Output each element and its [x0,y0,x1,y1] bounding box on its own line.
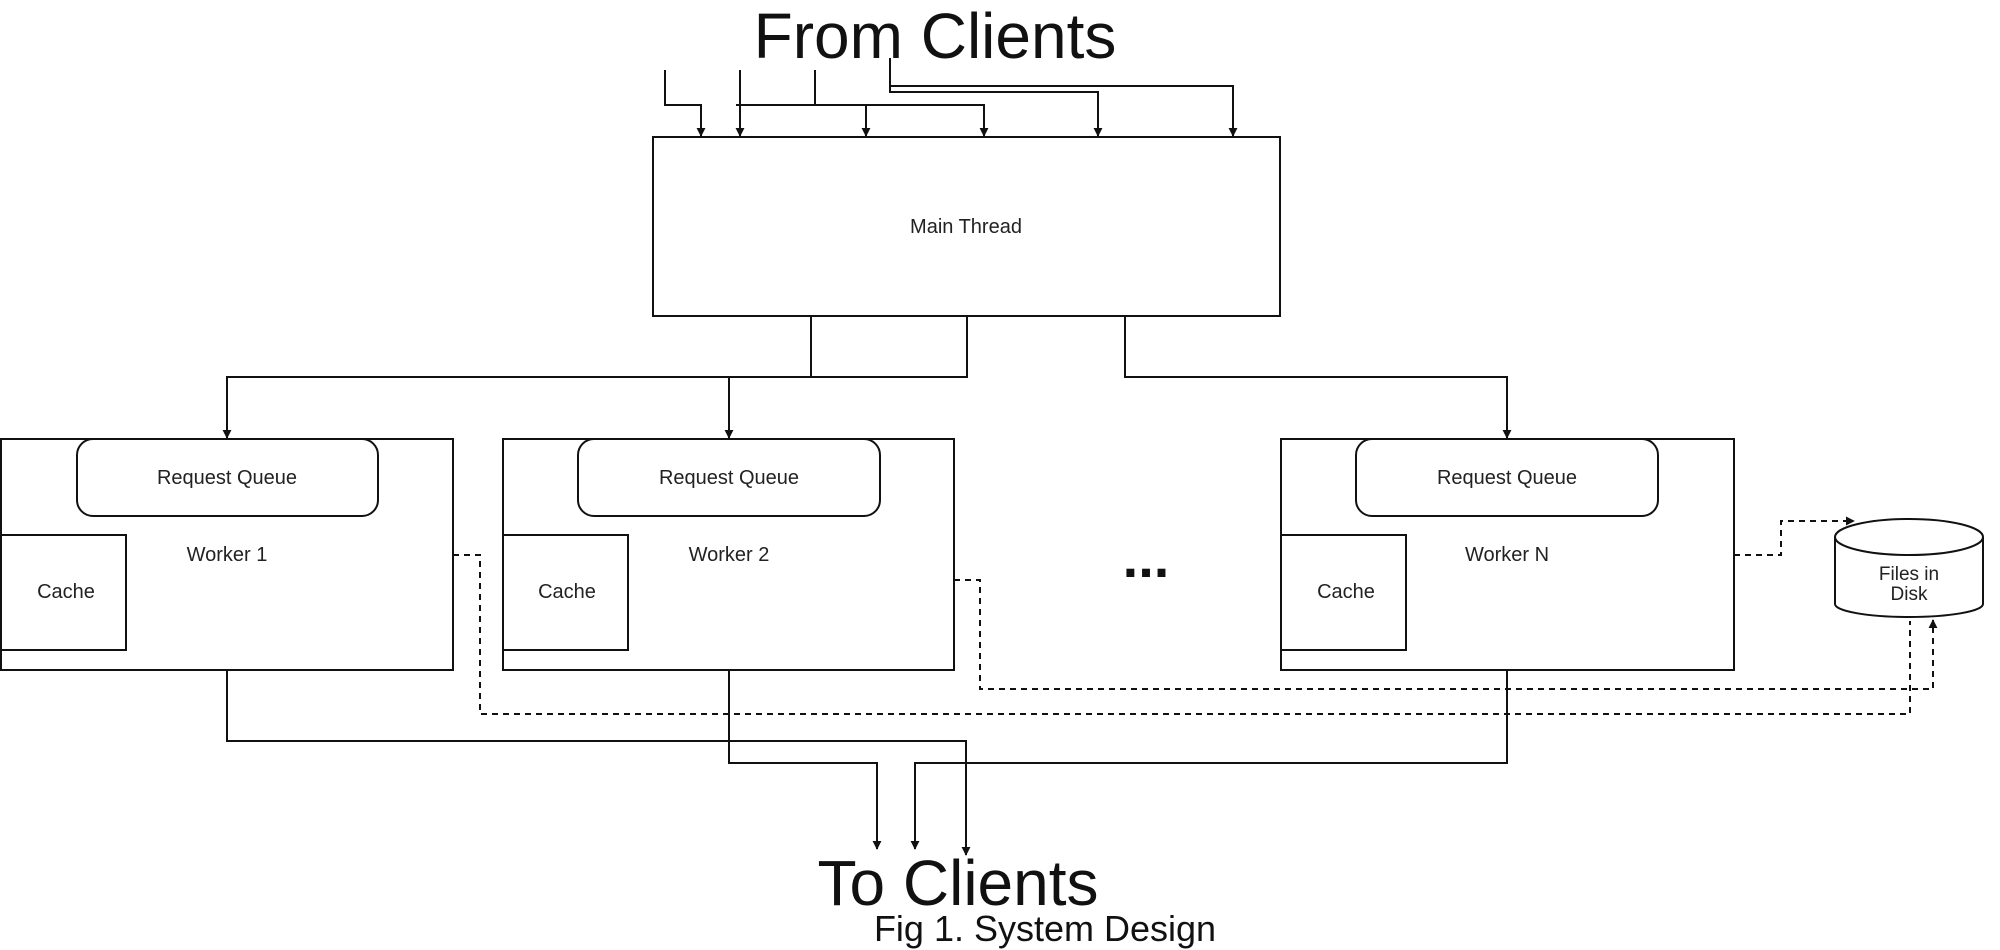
main-to-worker-2-edge [724,316,968,439]
from-clients-label: From Clients [754,0,1117,72]
worker-1-request-queue-label: Request Queue [157,467,297,489]
worker-n-group: Request Queue Worker N Cache [1280,438,1735,671]
files-in-disk-label-line2: Disk [1891,584,1928,605]
files-in-disk-storage: Files in Disk [1834,518,1984,618]
worker-n-request-queue-label: Request Queue [1437,467,1577,489]
worker-1-request-queue [76,438,379,517]
to-clients-label: To Clients [818,847,1099,919]
incoming-arrow-5 [889,70,1103,137]
main-thread-label: Main Thread [910,216,1022,238]
worker-1-label: Worker 1 [187,544,268,566]
disk-cylinder-body [1834,537,1984,618]
worker-2-disk-edge [954,579,1938,690]
incoming-arrow-4 [814,70,989,137]
worker-2-request-queue-label: Request Queue [659,467,799,489]
incoming-arrow-1 [664,70,706,137]
worker-1-cache-label: Cache [37,581,95,603]
worker-2-cache [502,534,629,651]
disk-access-edges [453,516,1938,715]
response-edges [226,670,1508,856]
worker-n-disk-edge [1734,516,1855,556]
worker-2-group: Request Queue Worker 2 Cache [502,438,955,671]
worker-2-label: Worker 2 [689,544,770,566]
incoming-client-arrows [664,58,1238,137]
worker-1-cache [0,534,127,651]
disk-cylinder-top [1834,518,1984,556]
worker-n-label: Worker N [1465,544,1549,566]
worker-2-request-queue [577,438,881,517]
worker-n-cache [1280,534,1407,651]
more-workers-ellipsis: ... [1123,526,1170,589]
incoming-arrow-3 [736,104,871,137]
worker-2-cache-label: Cache [538,581,596,603]
incoming-arrow-6 [889,58,1238,137]
worker-n-cache-label: Cache [1317,581,1375,603]
worker-n-request-queue [1355,438,1659,517]
dispatch-edges [222,316,1512,439]
main-to-worker-1-edge [222,316,812,439]
figure-caption: Fig 1. System Design [874,908,1216,949]
worker-n-response-edge [910,670,1508,850]
worker-1-response-edge [226,670,971,856]
main-to-worker-n-edge [1124,316,1512,439]
worker-1-group: Request Queue Worker 1 Cache [0,438,454,671]
files-in-disk-label-line1: Files in [1879,564,1939,585]
worker-2-response-edge [728,670,882,850]
